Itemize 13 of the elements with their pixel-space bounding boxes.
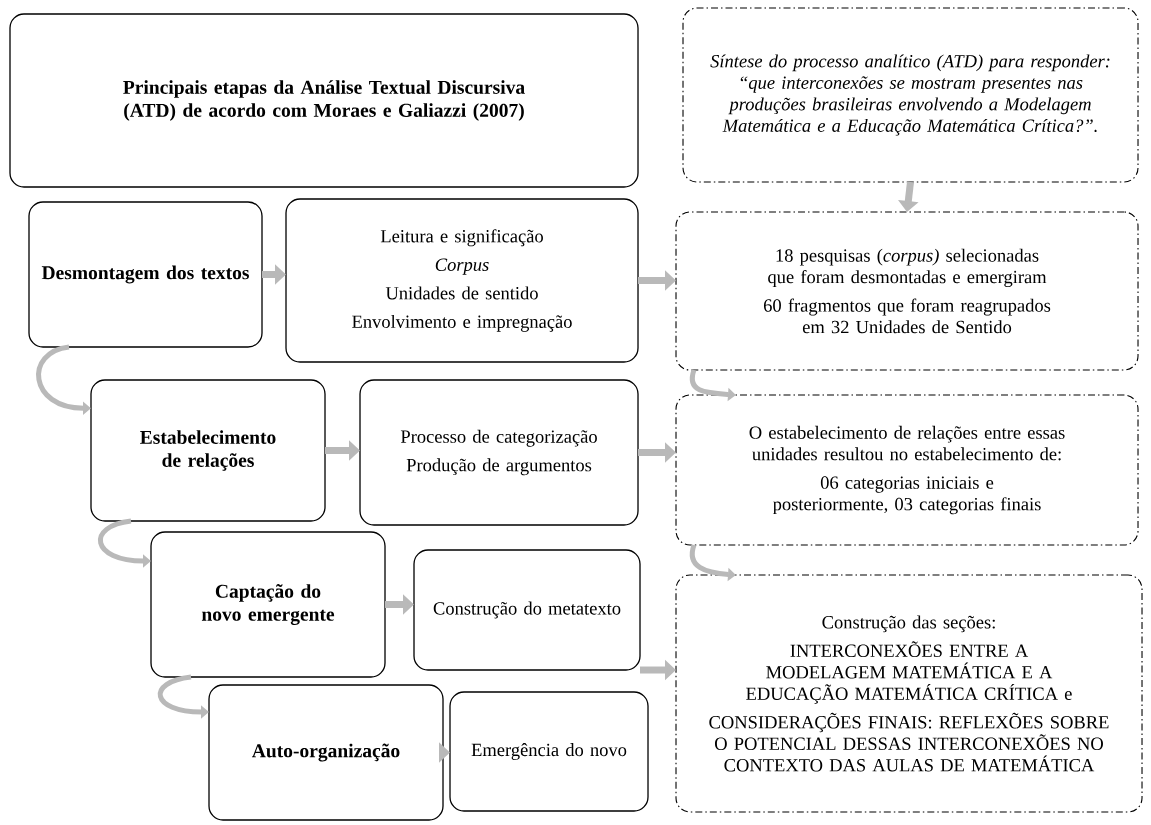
- note-box: O estabelecimento de relações entre essas unidades resultou no estabelecimento de: 06 categorias iniciais e posteriormente, 03 categorias finais: [675, 394, 1139, 546]
- process-box: Processo de categorização Produção de argumentos: [359, 379, 639, 526]
- note-box: Construção das seções: INTERCONEXÕES ENTRE A MODELAGEM MATEMÁTICA E A EDUCAÇÃO MATEMÁTICA CRÍTICA e CONSIDERAÇÕES FINAIS: REFLEXÕES SOBRE O POTENCIAL DESSAS INTERCONEXÕES NO CONTEXTO DAS AULAS DE MATEMÁTICA: [675, 574, 1143, 813]
- process-box: Desmontagem dos textos: [28, 201, 263, 348]
- note-box: 18 pesquisas (corpus) selecionadas que foram desmontadas e emergiram 60 fragmentos que foram reagrupados em 32 Unidades de Sentido: [675, 211, 1139, 371]
- process-box: Emergência do novo: [449, 691, 649, 812]
- process-box: Principais etapas da Análise Textual Discursiva (ATD) de acordo com Moraes e Galiazzi (2007): [9, 13, 639, 188]
- note-box: Síntese do processo analítico (ATD) para responder: “que interconexões se mostram presentes nas produções brasileiras envolvendo a Modelagem Matemática e a Educação Matemática Crítica?”.: [682, 7, 1139, 183]
- process-box: Construção do metatexto: [413, 549, 641, 671]
- process-box: Auto-organização: [208, 684, 444, 821]
- process-box: Estabelecimento de relações: [90, 379, 326, 522]
- process-box: Leitura e significação Corpus Unidades de sentido Envolvimento e impregnação: [285, 198, 639, 363]
- process-box: Captação do novo emergente: [150, 531, 386, 678]
